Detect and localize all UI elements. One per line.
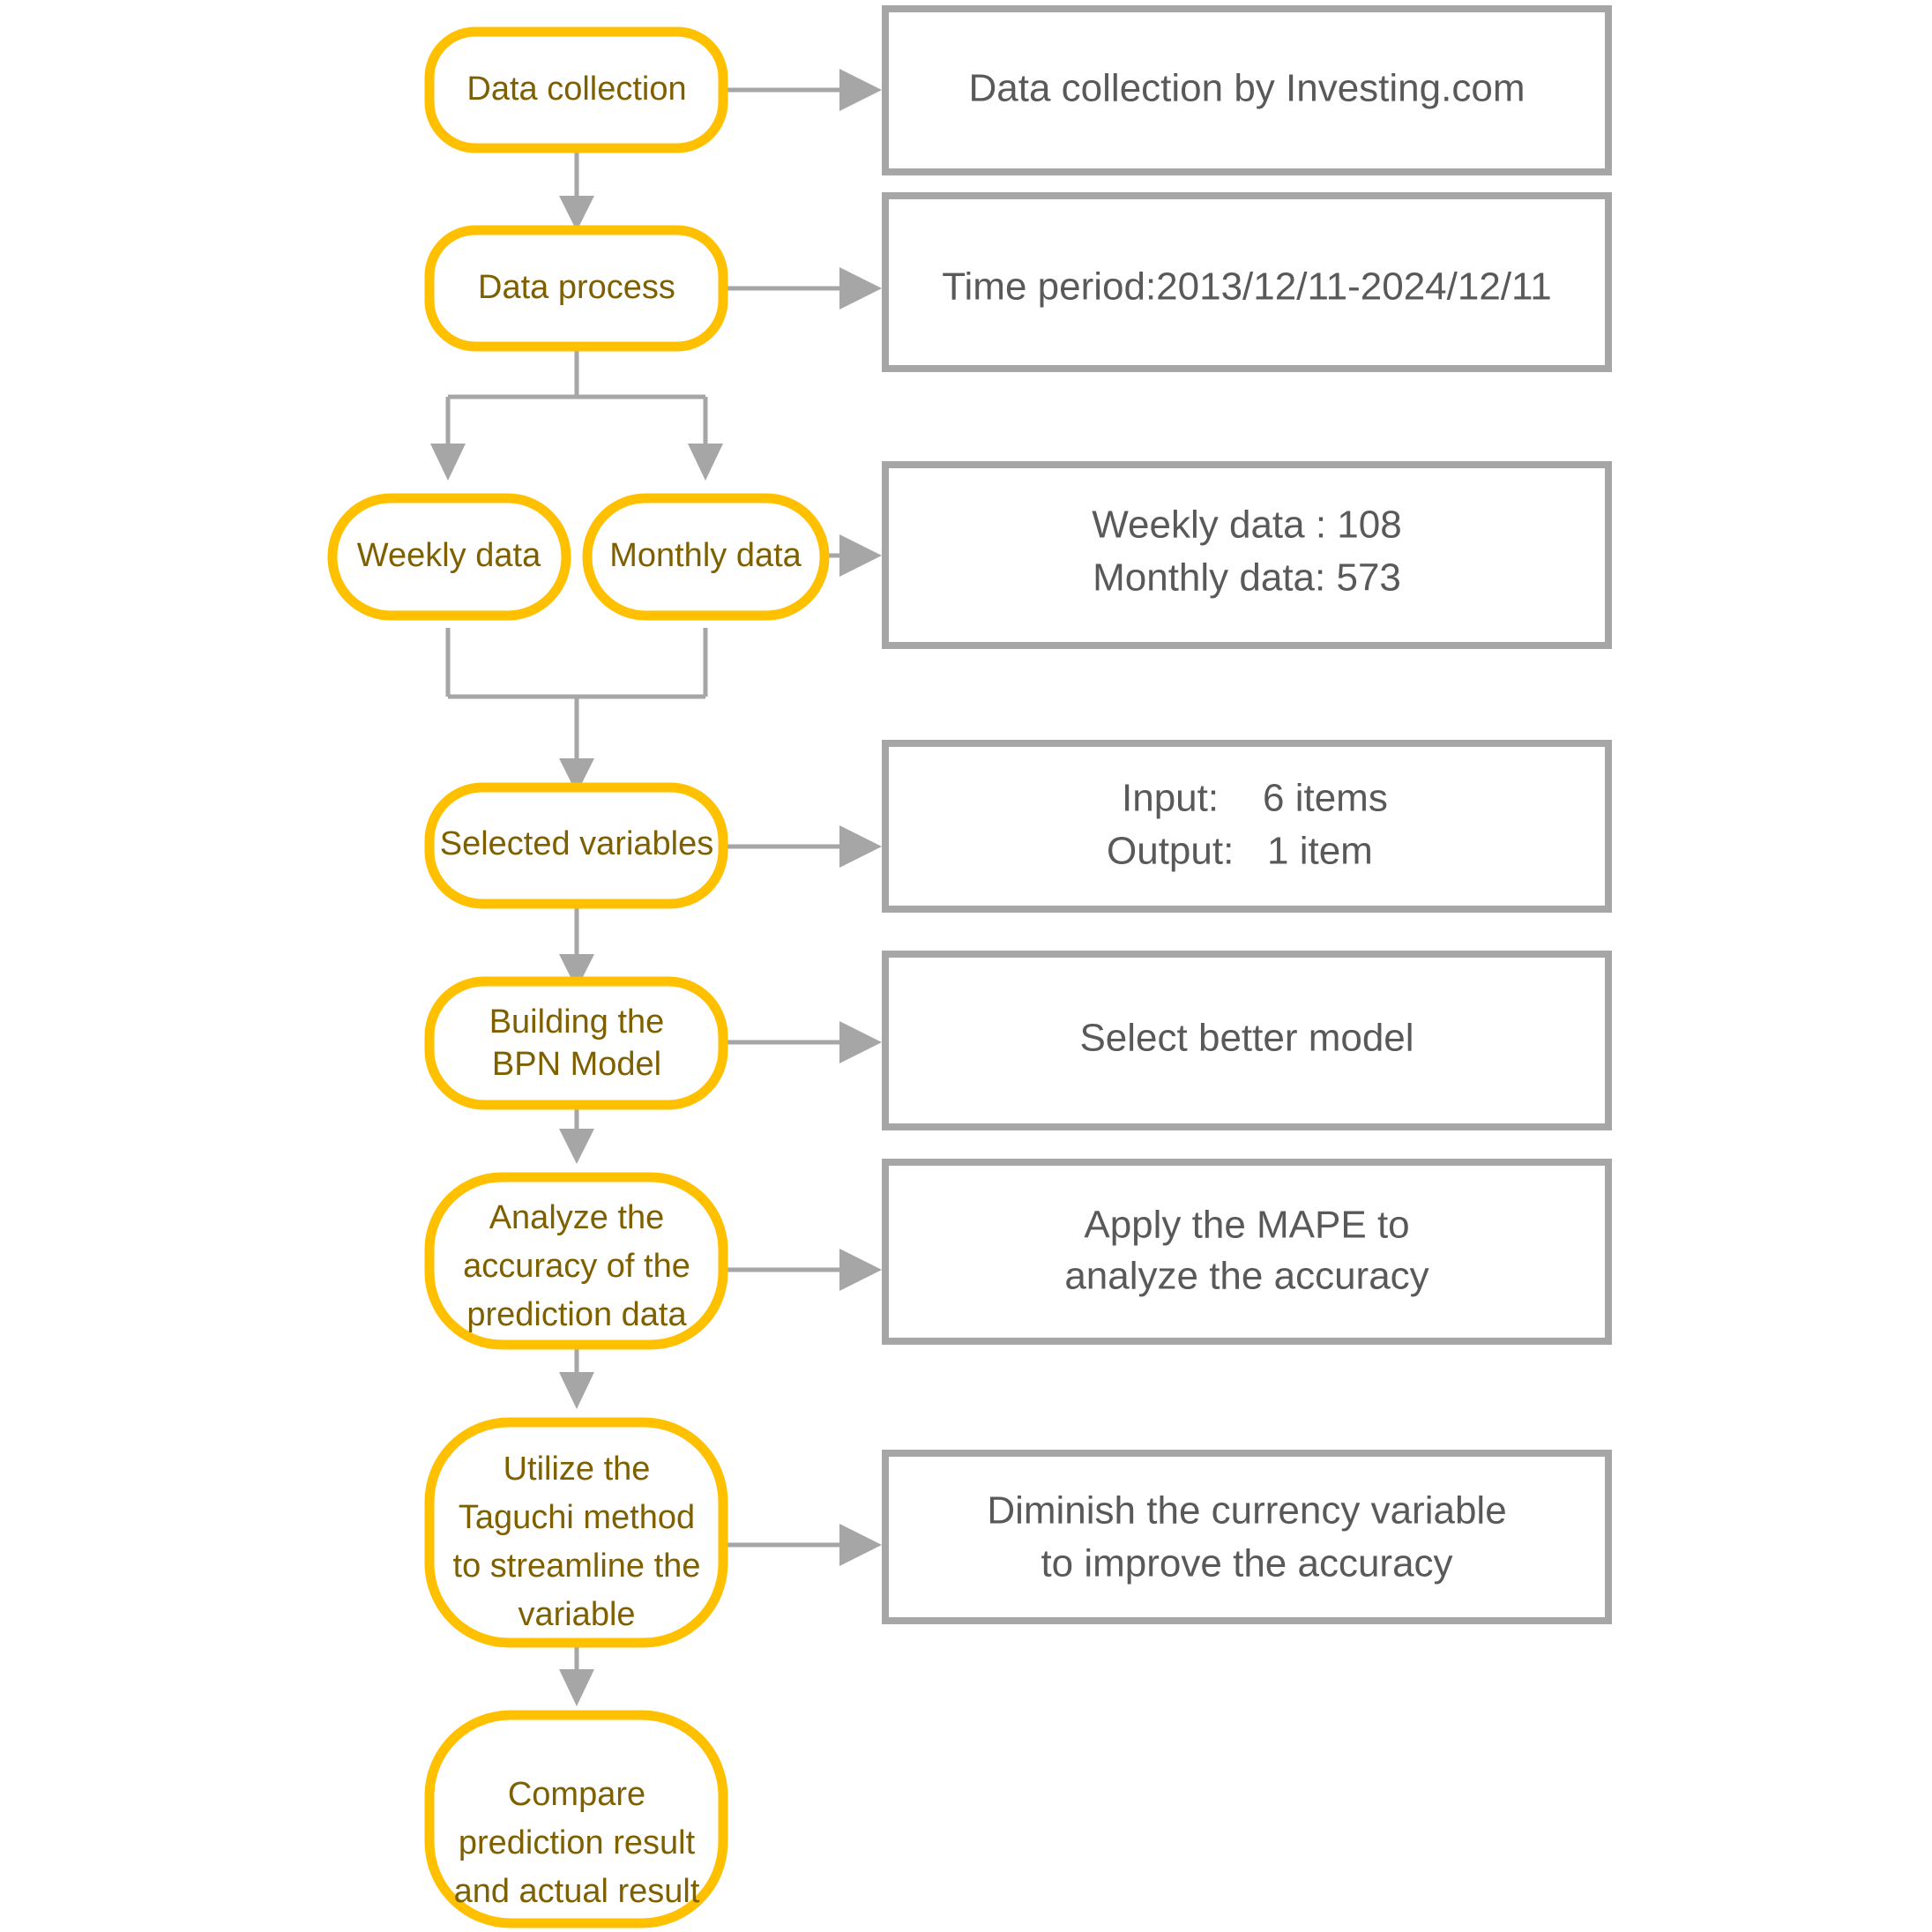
- node-compare-line2: prediction result: [459, 1824, 696, 1861]
- connector-model-to-analyze: [559, 1102, 594, 1164]
- box-diminish-line2: to improve the accuracy: [1041, 1542, 1452, 1585]
- node-compare-line3: and actual result: [454, 1873, 700, 1910]
- node-data-collection[interactable]: Data collection: [424, 26, 728, 153]
- box-diminish-line1: Diminish the currency variable: [987, 1489, 1506, 1533]
- box-data-source-text: Data collection by Investing.com: [969, 67, 1525, 110]
- connector-selected-to-model: [559, 901, 594, 989]
- node-analyze-accuracy-line1: Analyze the: [489, 1199, 665, 1236]
- connector-selected-to-variables-box: [723, 825, 882, 868]
- box-variables-input-label: Input:: [1122, 777, 1219, 820]
- box-time-period: Time period:2013/12/11-2024/12/11: [882, 192, 1612, 372]
- node-analyze-accuracy-line2: accuracy of the: [463, 1248, 690, 1285]
- node-building-model-line2: BPN Model: [492, 1046, 661, 1083]
- node-taguchi-method[interactable]: Utilize the Taguchi method to streamline…: [424, 1417, 728, 1648]
- connector-model-to-model-box: [723, 1021, 882, 1063]
- node-analyze-accuracy-line3: prediction data: [466, 1296, 687, 1333]
- node-building-model-line1: Building the: [489, 1003, 665, 1041]
- box-mape: Apply the MAPE to analyze the accuracy: [882, 1159, 1612, 1345]
- node-monthly-data-label: Monthly data: [609, 537, 802, 574]
- connector-collection-to-source-box: [723, 69, 882, 111]
- connector-process-split: [430, 346, 723, 481]
- box-selected-variables: Input: 6 items Output: 1 item: [882, 740, 1612, 913]
- box-time-period-text: Time period:2013/12/11-2024/12/11: [942, 265, 1551, 309]
- connector-analyze-to-mape-box: [723, 1249, 882, 1291]
- node-data-process[interactable]: Data process: [424, 225, 728, 352]
- node-compare-results[interactable]: Compare prediction result and actual res…: [424, 1710, 728, 1928]
- box-data-counts-weekly: Weekly data : 108: [1092, 504, 1401, 547]
- box-data-counts: Weekly data : 108 Monthly data: 573: [882, 461, 1612, 649]
- box-data-counts-monthly: Monthly data: 573: [1093, 556, 1401, 600]
- box-variables-input-value: 6 items: [1263, 777, 1388, 820]
- node-data-collection-label: Data collection: [466, 71, 686, 108]
- connector-taguchi-to-diminish-box: [723, 1524, 882, 1566]
- box-select-model-text: Select better model: [1079, 1017, 1414, 1060]
- node-taguchi-line3: to streamline the: [453, 1548, 701, 1585]
- node-taguchi-line1: Utilize the: [504, 1451, 651, 1488]
- node-weekly-data[interactable]: Weekly data: [327, 493, 571, 621]
- box-mape-line2: analyze the accuracy: [1064, 1255, 1428, 1298]
- node-data-process-label: Data process: [478, 269, 675, 306]
- box-diminish: Diminish the currency variable to improv…: [882, 1450, 1612, 1624]
- box-mape-line1: Apply the MAPE to: [1084, 1204, 1409, 1247]
- node-taguchi-line2: Taguchi method: [459, 1499, 695, 1536]
- connector-process-to-period-box: [723, 267, 882, 310]
- connector-merge-to-selected: [445, 628, 708, 794]
- connector-monthly-to-counts-box: [824, 534, 882, 577]
- node-weekly-data-label: Weekly data: [357, 537, 541, 574]
- node-selected-variables[interactable]: Selected variables: [424, 782, 728, 909]
- node-compare-line1: Compare: [508, 1776, 645, 1813]
- connector-analyze-to-taguchi: [559, 1342, 594, 1409]
- box-variables-output-label: Output:: [1107, 830, 1234, 873]
- box-data-source: Data collection by Investing.com: [882, 5, 1612, 175]
- box-variables-output-value: 1 item: [1267, 830, 1373, 873]
- node-selected-variables-label: Selected variables: [440, 825, 714, 862]
- connector-collection-to-process: [559, 143, 594, 231]
- node-analyze-accuracy[interactable]: Analyze the accuracy of the prediction d…: [424, 1172, 728, 1350]
- node-taguchi-line4: variable: [518, 1596, 635, 1633]
- box-select-model: Select better model: [882, 951, 1612, 1130]
- node-building-model[interactable]: Building the BPN Model: [424, 976, 728, 1110]
- node-monthly-data[interactable]: Monthly data: [582, 493, 830, 621]
